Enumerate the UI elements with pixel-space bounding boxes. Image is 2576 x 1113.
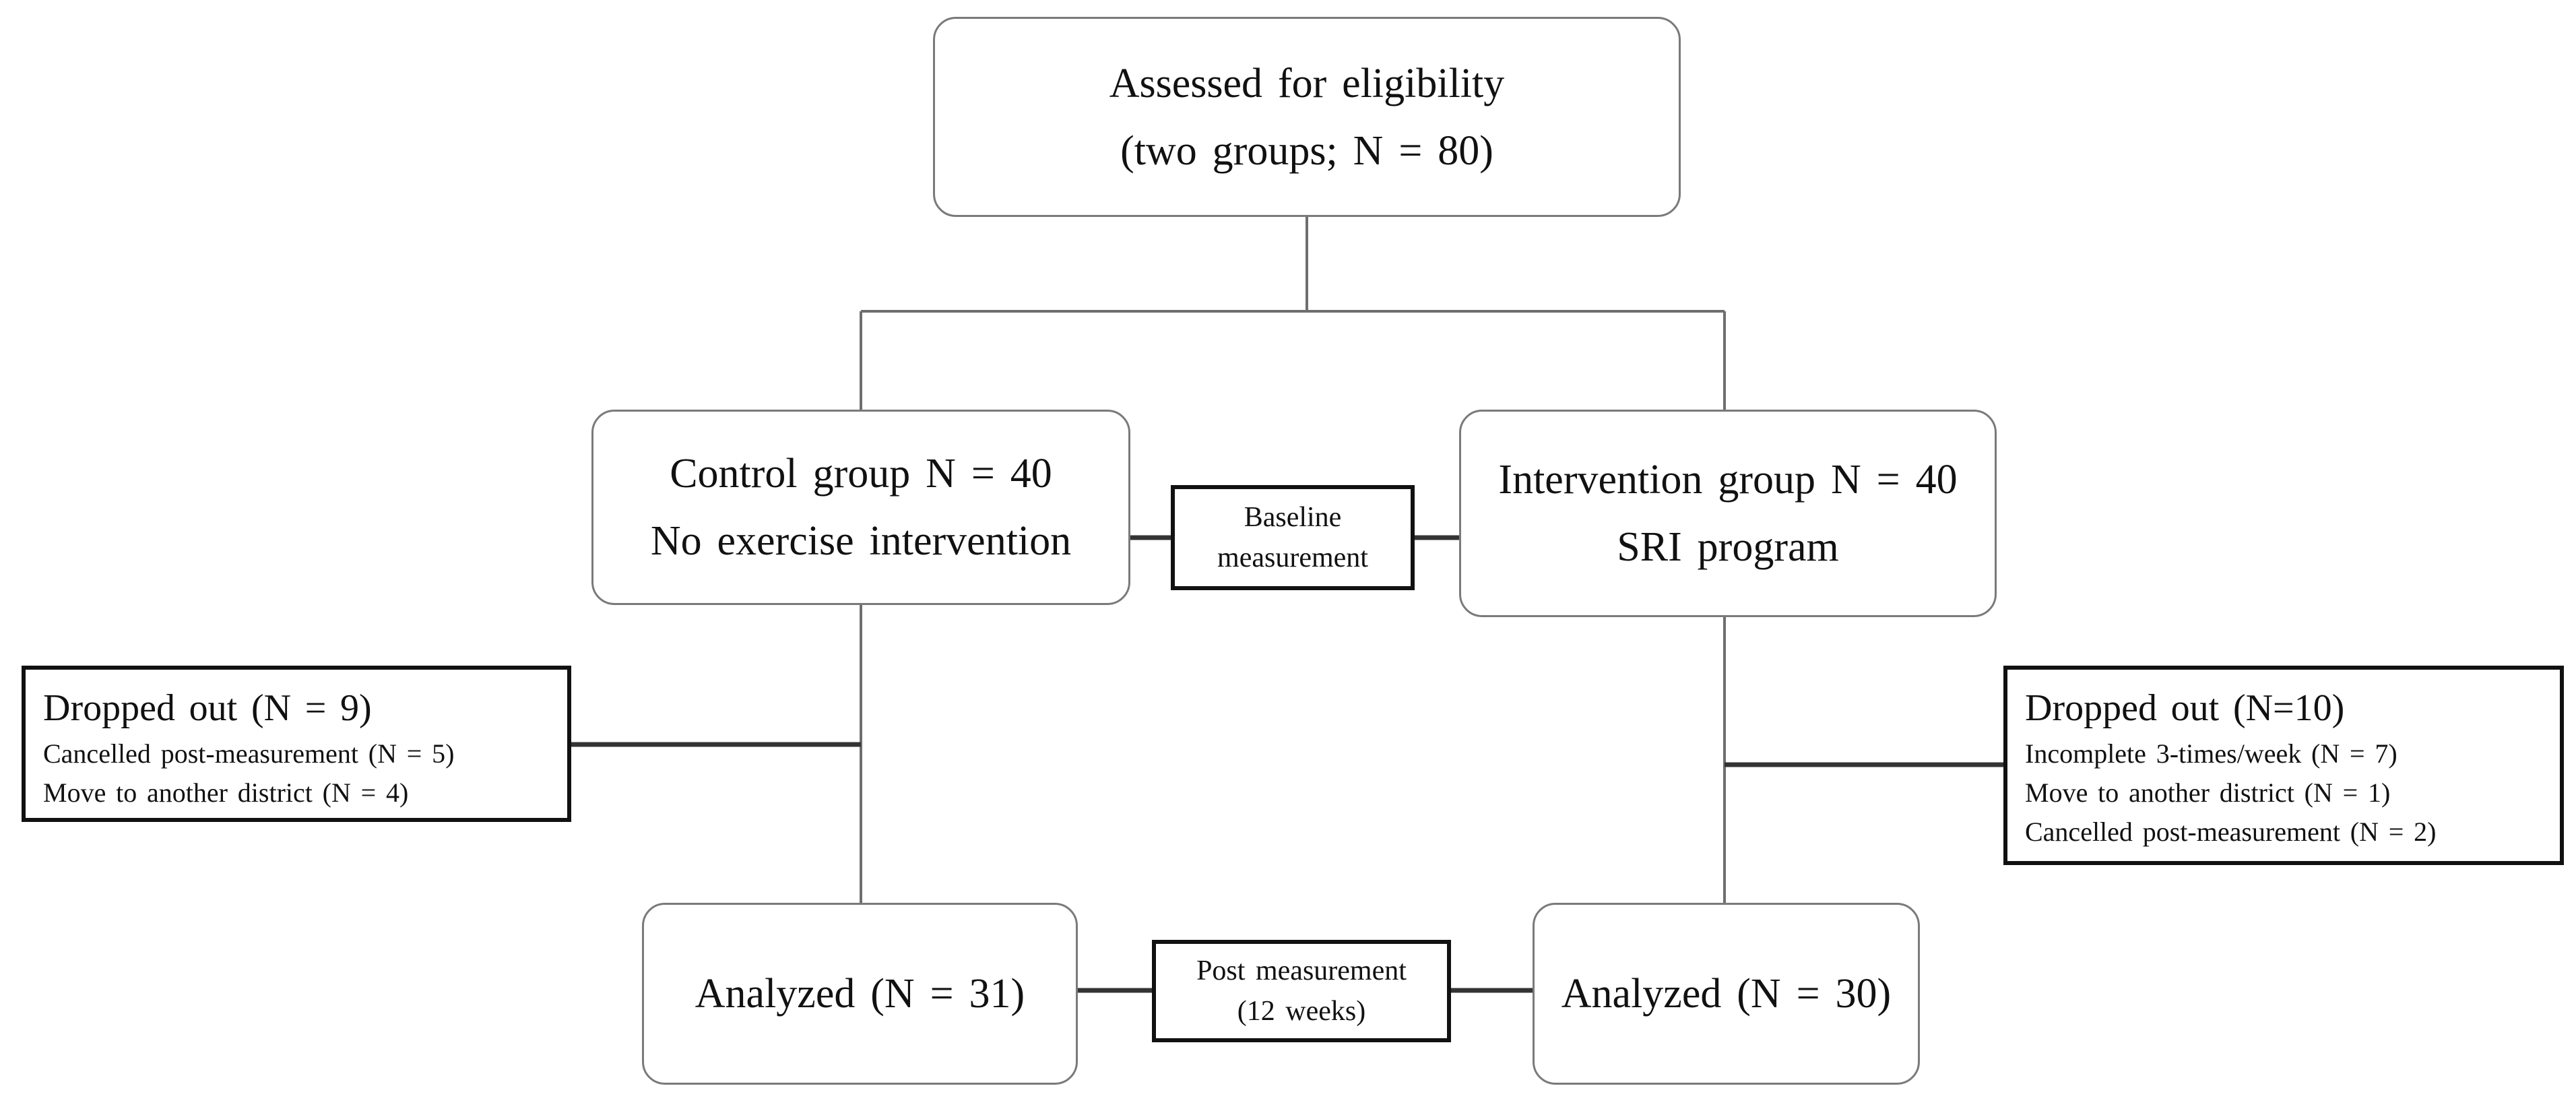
dropped-control-item: Cancelled post-measurement (N = 5) <box>43 738 455 769</box>
dropped-intervention-item: Incomplete 3-times/week (N = 7) <box>2025 738 2397 769</box>
assessed-eligibility-box: Assessed for eligibility (two groups; N … <box>933 17 1681 217</box>
control-group-box: Control group N = 40 No exercise interve… <box>591 410 1130 605</box>
analyzed-control-label: Analyzed (N = 31) <box>695 971 1025 1017</box>
analyzed-intervention-label: Analyzed (N = 30) <box>1561 971 1892 1017</box>
analyzed-control-box: Analyzed (N = 31) <box>642 903 1078 1085</box>
intervention-line1: Intervention group N = 40 <box>1498 457 1958 503</box>
post-line2: (12 weeks) <box>1237 996 1366 1027</box>
dropped-out-control-box: Dropped out (N = 9) Cancelled post-measu… <box>22 666 571 822</box>
intervention-line2: SRI program <box>1617 524 1839 570</box>
intervention-group-box: Intervention group N = 40 SRI program <box>1459 410 1997 617</box>
control-line2: No exercise intervention <box>650 518 1072 564</box>
control-line1: Control group N = 40 <box>670 451 1052 497</box>
dropped-intervention-title: Dropped out (N=10) <box>2025 687 2345 729</box>
baseline-measurement-box: Baseline measurement <box>1171 485 1415 590</box>
assessed-line1: Assessed for eligibility <box>1109 60 1505 106</box>
baseline-line1: Baseline <box>1244 502 1342 533</box>
dropped-control-title: Dropped out (N = 9) <box>43 687 372 729</box>
dropped-control-item: Move to another district (N = 4) <box>43 777 409 808</box>
dropped-intervention-item: Cancelled post-measurement (N = 2) <box>2025 817 2437 847</box>
dropped-out-intervention-box: Dropped out (N=10) Incomplete 3-times/we… <box>2003 666 2564 865</box>
dropped-intervention-item: Move to another district (N = 1) <box>2025 777 2391 808</box>
baseline-line2: measurement <box>1217 542 1368 573</box>
post-measurement-box: Post measurement (12 weeks) <box>1152 940 1451 1042</box>
post-line1: Post measurement <box>1196 955 1407 986</box>
analyzed-intervention-box: Analyzed (N = 30) <box>1533 903 1920 1085</box>
assessed-line2: (two groups; N = 80) <box>1120 127 1493 174</box>
